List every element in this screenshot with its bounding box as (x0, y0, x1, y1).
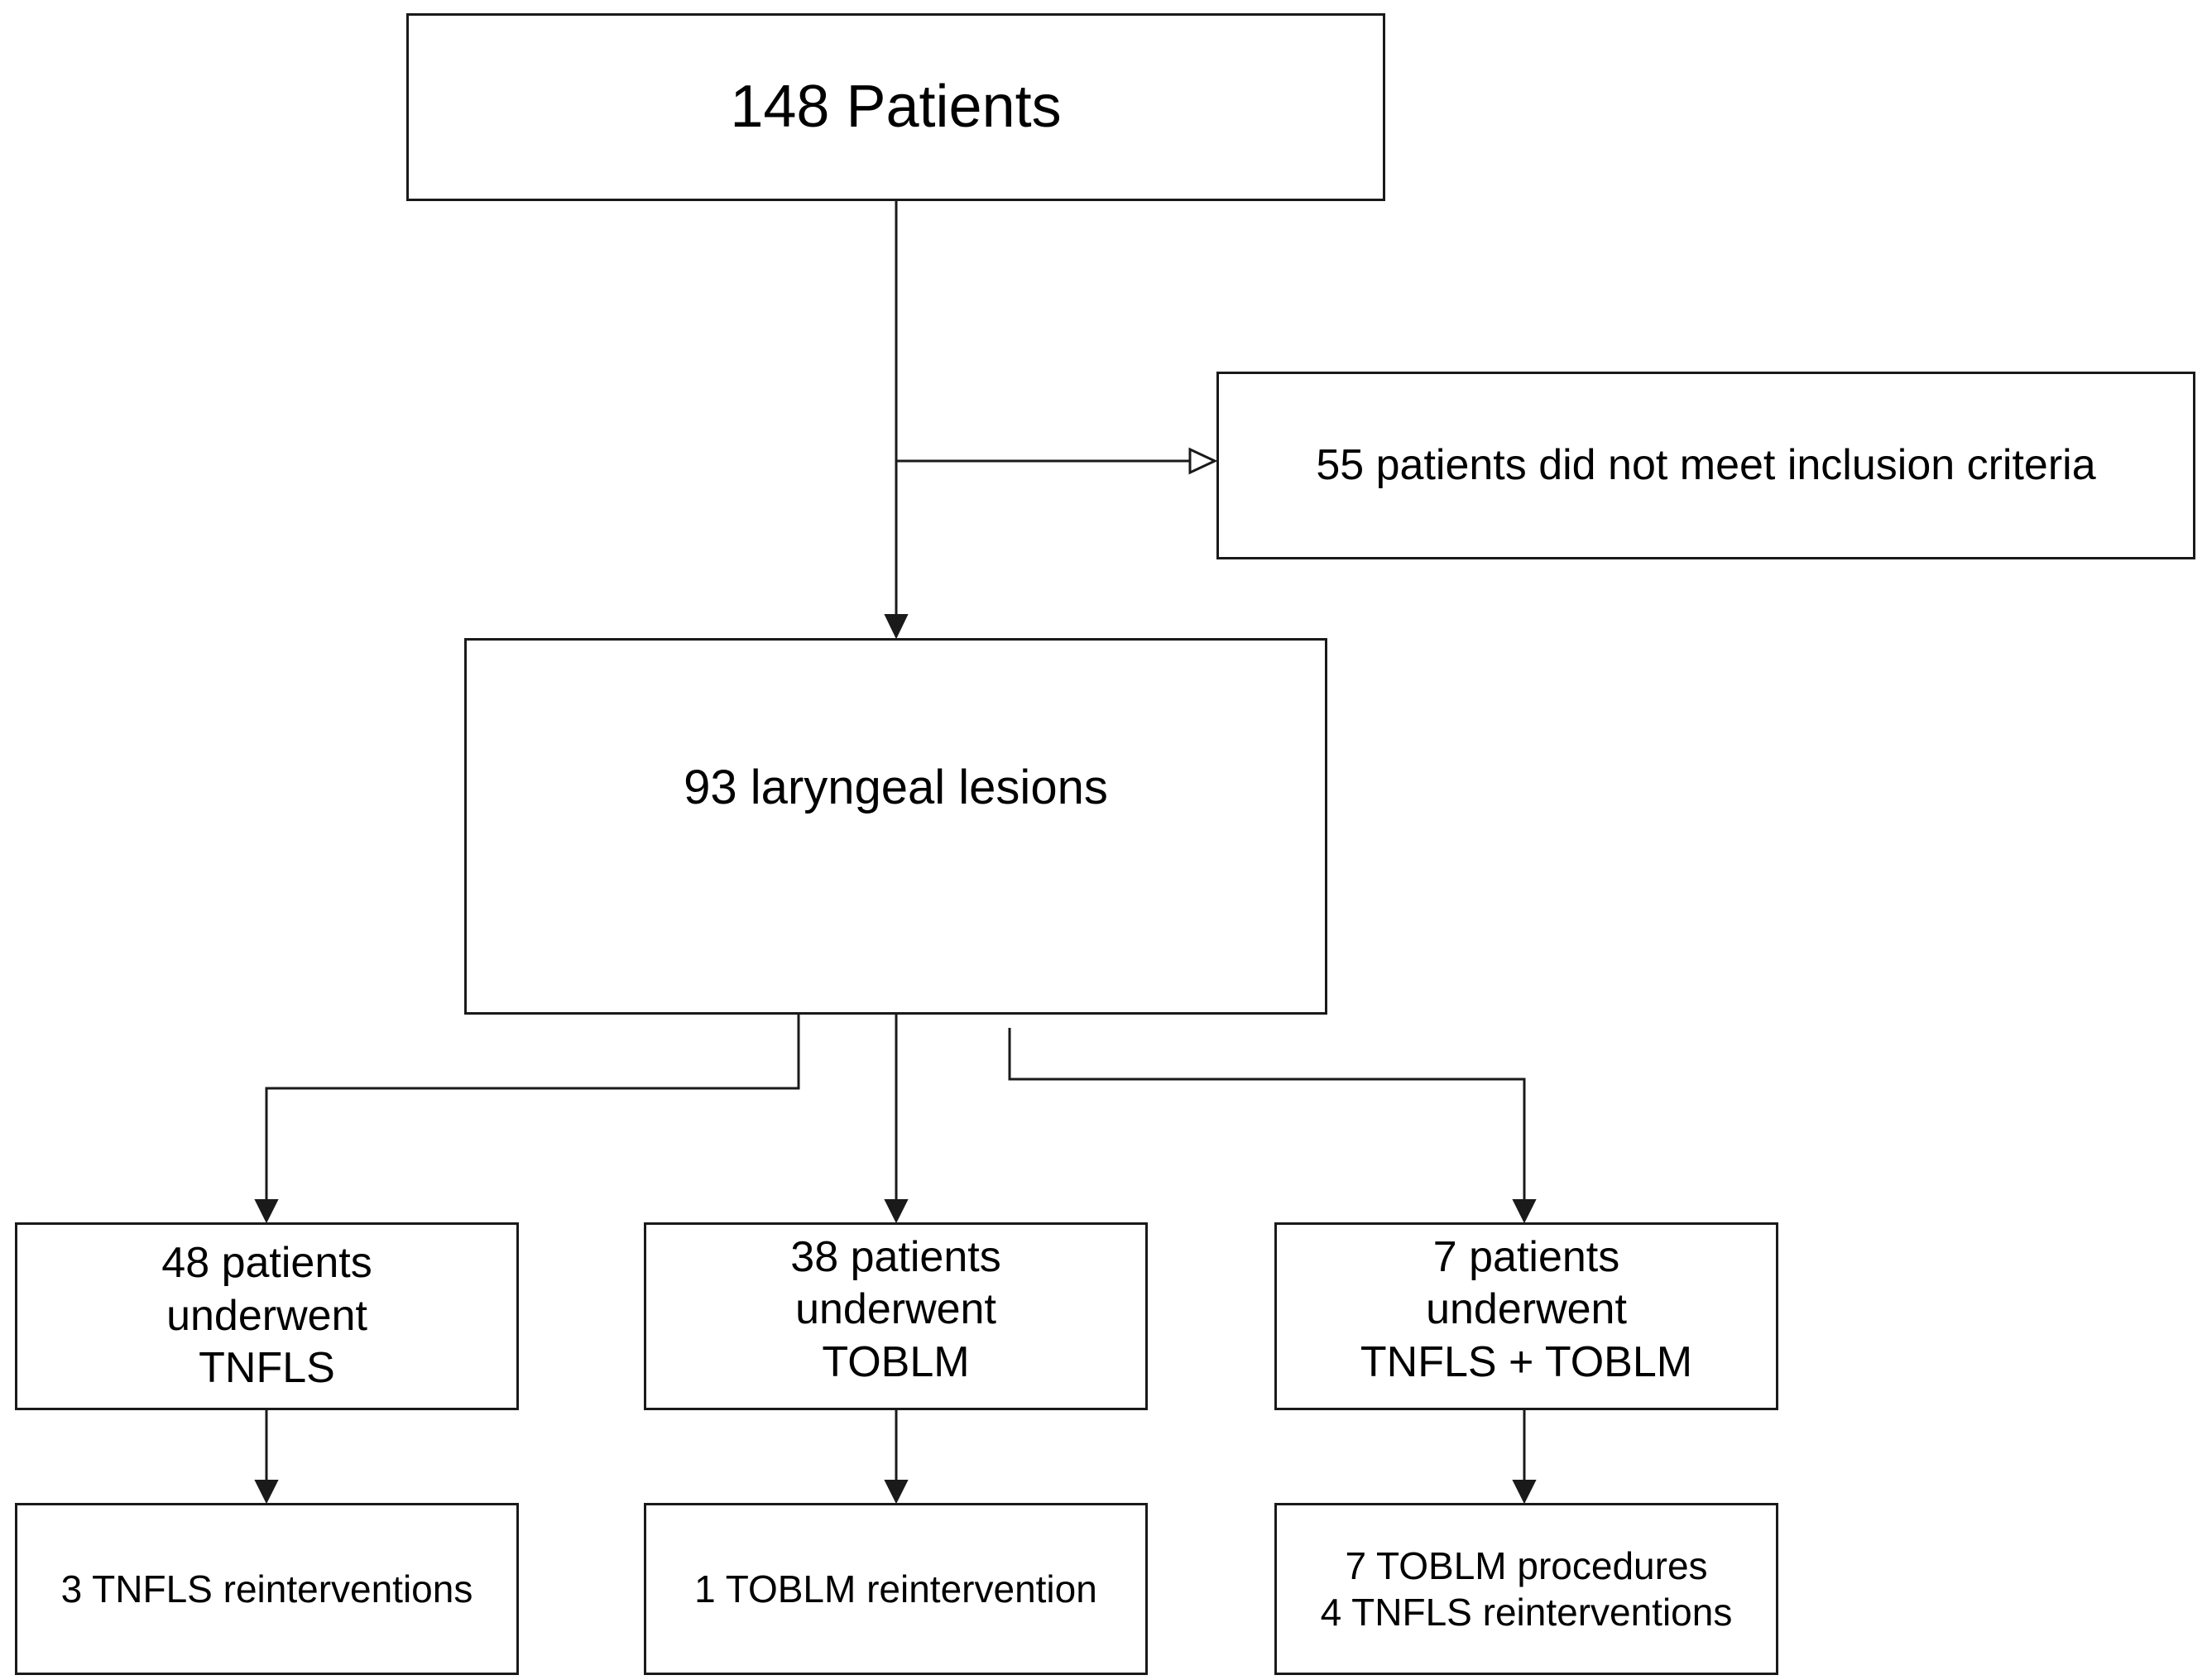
node-toblm-line-3: TOBLM (822, 1337, 970, 1386)
node-tnfls-re-line-1: 3 TNFLS reinterventions (60, 1567, 473, 1610)
node-combined-outcomes: 7 TOBLM procedures 4 TNFLS reinterventio… (1274, 1503, 1778, 1675)
edge-lesions-tnfls (265, 1015, 800, 1200)
node-tnfls-toblm: 7 patients underwent TNFLS + TOBLM (1274, 1222, 1778, 1410)
node-tnfls-line-1: 48 patients (161, 1239, 372, 1288)
node-lesions-line-1: 93 laryngeal lesions (684, 761, 1108, 814)
node-both-line-2: underwent (1426, 1285, 1627, 1334)
node-lesions: 93 laryngeal lesions (464, 638, 1327, 1015)
node-tnfls: 48 patients underwent TNFLS (15, 1222, 519, 1410)
node-patients-line-1: 148 Patients (730, 73, 1062, 140)
node-patients: 148 Patients (406, 13, 1385, 201)
arrowhead-tnfls-re (254, 1480, 279, 1505)
edge-lesions-both (1008, 1028, 1526, 1200)
node-both-line-1: 7 patients (1432, 1233, 1620, 1281)
arrowhead-both-re (1512, 1480, 1537, 1505)
node-toblm: 38 patients underwent TOBLM (644, 1222, 1148, 1410)
node-both-re-line-2: 4 TNFLS reinterventions (1320, 1591, 1733, 1634)
arrowhead-lesions (884, 614, 909, 640)
arrowhead-toblm (884, 1199, 909, 1224)
node-toblm-line-1: 38 patients (790, 1233, 1001, 1281)
node-both-re-line-1: 7 TOBLM procedures (1345, 1543, 1708, 1587)
node-excluded-line-1: 55 patients did not meet inclusion crite… (1316, 440, 2096, 489)
node-toblm-line-2: underwent (795, 1285, 996, 1334)
node-toblm-re-line-1: 1 TOBLM reintervention (694, 1567, 1097, 1610)
node-tnfls-line-3: TNFLS (199, 1344, 335, 1393)
arrowhead-toblm-re (884, 1480, 909, 1505)
arrowhead-both (1512, 1199, 1537, 1224)
node-tnfls-reinterventions: 3 TNFLS reinterventions (15, 1503, 519, 1675)
node-both-line-3: TNFLS + TOBLM (1360, 1337, 1693, 1386)
node-tnfls-line-2: underwent (166, 1291, 367, 1340)
node-toblm-reintervention: 1 TOBLM reintervention (644, 1503, 1148, 1675)
node-excluded: 55 patients did not meet inclusion crite… (1216, 372, 2195, 559)
arrowhead-tnfls (254, 1199, 279, 1224)
arrowhead-excluded-open (1188, 447, 1218, 475)
